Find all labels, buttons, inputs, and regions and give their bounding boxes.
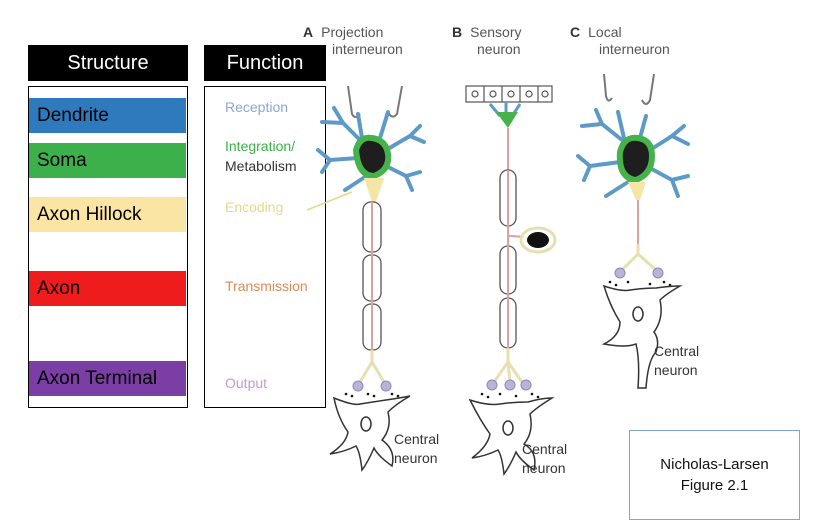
axon-hillock-c bbox=[628, 182, 646, 200]
structure-axon-terminal: Axon Terminal bbox=[29, 361, 186, 396]
central-neuron-label-b: Central neuron bbox=[522, 440, 567, 478]
function-metabolism: Metabolism bbox=[225, 158, 297, 174]
vesicles-a bbox=[344, 392, 400, 398]
column-c-header: C Local interneuron bbox=[570, 24, 670, 58]
central-label-c-2: neuron bbox=[654, 362, 698, 378]
incoming-terminal bbox=[603, 73, 613, 102]
function-reception: Reception bbox=[225, 99, 289, 115]
synaptic-boutons-b bbox=[486, 379, 532, 391]
function-transmission: Transmission bbox=[225, 278, 308, 294]
structure-axon-hillock: Axon Hillock bbox=[29, 197, 186, 232]
axon-b bbox=[499, 169, 517, 350]
structure-header-label: Structure bbox=[67, 51, 149, 74]
function-integration: Integration/ bbox=[225, 138, 296, 154]
soma-a bbox=[352, 134, 392, 180]
column-c-title-2: interneuron bbox=[599, 41, 670, 57]
vesicles-b bbox=[480, 392, 540, 399]
central-label-b-1: Central bbox=[522, 441, 568, 457]
central-neuron-a bbox=[329, 395, 411, 472]
soma-c bbox=[616, 134, 656, 184]
column-a-header: A Projection interneuron bbox=[303, 24, 403, 58]
function-header: Function bbox=[204, 45, 326, 81]
axon-terminal-a bbox=[358, 350, 386, 383]
central-label-a-1: Central bbox=[394, 431, 440, 447]
central-neuron-label-a: Central neuron bbox=[394, 430, 439, 468]
axon-hillock-a bbox=[364, 178, 384, 202]
structure-axon: Axon bbox=[29, 271, 186, 306]
structure-header: Structure bbox=[28, 45, 188, 81]
local-interneuron bbox=[576, 73, 690, 389]
structure-dendrite: Dendrite bbox=[29, 98, 186, 133]
central-neuron-c bbox=[601, 284, 683, 389]
central-label-c-1: Central bbox=[654, 343, 700, 359]
column-b-header: B Sensory neuron bbox=[452, 24, 521, 58]
axon-a bbox=[362, 201, 382, 352]
function-encoding: Encoding bbox=[225, 199, 284, 215]
integration-zone-b bbox=[496, 112, 518, 128]
incoming-terminal bbox=[641, 73, 655, 105]
column-b-letter: B bbox=[452, 24, 463, 40]
sensory-neuron bbox=[465, 85, 557, 476]
function-output: Output bbox=[225, 375, 268, 391]
figure-credit-box: Nicholas-Larsen Figure 2.1 bbox=[629, 430, 800, 520]
column-b-title-1: Sensory bbox=[470, 24, 522, 40]
dendrites-c bbox=[576, 108, 690, 198]
central-label-b-2: neuron bbox=[522, 460, 566, 476]
central-neuron-label-c: Central neuron bbox=[654, 342, 699, 380]
central-neuron-b bbox=[468, 397, 555, 476]
central-label-a-2: neuron bbox=[394, 450, 438, 466]
axon-terminal-b bbox=[492, 348, 524, 383]
synaptic-boutons-c bbox=[614, 267, 664, 279]
incoming-terminal bbox=[387, 85, 403, 118]
credit-figure: Figure 2.1 bbox=[680, 477, 749, 494]
column-a-title-2: interneuron bbox=[332, 41, 403, 57]
column-a-title-1: Projection bbox=[321, 24, 384, 40]
synaptic-boutons-a bbox=[352, 380, 392, 392]
column-b-title-2: neuron bbox=[477, 41, 521, 57]
column-a-letter: A bbox=[303, 24, 314, 40]
credit-author: Nicholas-Larsen bbox=[660, 456, 769, 473]
function-panel: Reception Integration/ Metabolism Encodi… bbox=[204, 86, 326, 408]
receptor-cells bbox=[465, 85, 553, 103]
vesicles-c bbox=[608, 280, 672, 287]
projection-interneuron bbox=[316, 85, 426, 472]
structure-panel: Dendrite Soma Axon Hillock Axon Axon Ter… bbox=[28, 86, 188, 408]
function-header-label: Function bbox=[226, 51, 304, 74]
structure-soma: Soma bbox=[29, 143, 186, 178]
column-c-letter: C bbox=[570, 24, 581, 40]
dendrites-a bbox=[316, 106, 426, 192]
axon-terminal-c bbox=[620, 244, 657, 272]
column-c-title-1: Local bbox=[588, 24, 622, 40]
encoding-pointer bbox=[306, 191, 353, 211]
